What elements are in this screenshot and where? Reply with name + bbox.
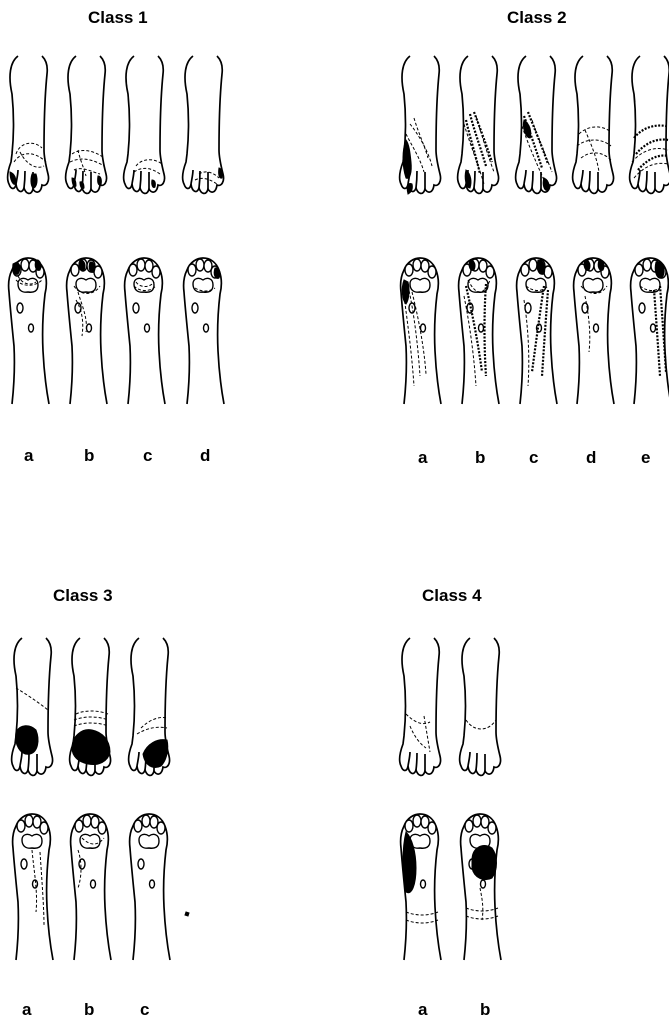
class-4-label-a: a xyxy=(418,1000,428,1019)
class-3-label-c: c xyxy=(140,1000,149,1019)
class-1-panel: Class 1 xyxy=(8,8,224,465)
class-3-label-b: b xyxy=(84,1000,94,1019)
class-2-dorsal-row xyxy=(400,56,669,194)
class-1-labels: a b c d xyxy=(24,446,210,465)
class-2-ventral-row xyxy=(401,258,669,404)
class-3-ventral-paw-b xyxy=(71,814,111,960)
class-3-title: Class 3 xyxy=(53,586,113,605)
class-1-ventral-paw-a xyxy=(9,258,49,404)
class-2-label-c: c xyxy=(529,448,538,467)
class-3-speck xyxy=(185,912,189,916)
class-3-dorsal-paw-b xyxy=(70,638,111,775)
class-1-label-c: c xyxy=(143,446,152,465)
class-2-dorsal-paw-c xyxy=(516,56,557,193)
class-4-title: Class 4 xyxy=(422,586,482,605)
class-1-ventral-row xyxy=(9,258,224,404)
class-2-label-b: b xyxy=(475,448,485,467)
class-1-dorsal-row xyxy=(8,56,224,193)
class-3-ventral-paw-a xyxy=(13,814,53,960)
class-1-ventral-paw-d xyxy=(184,258,224,404)
class-2-label-e: e xyxy=(641,448,650,467)
class-4-label-b: b xyxy=(480,1000,490,1019)
class-2-ventral-paw-c xyxy=(517,258,557,404)
class-2-panel: Class 2 xyxy=(400,8,669,467)
class-4-labels: a b xyxy=(418,1000,490,1019)
class-3-labels: a b c xyxy=(22,1000,149,1019)
class-4-panel: Class 4 a b xyxy=(400,586,501,1019)
class-2-ventral-paw-b xyxy=(459,258,499,404)
class-3-dorsal-paw-c xyxy=(129,638,170,775)
class-3-ventral-paw-c xyxy=(130,814,170,960)
class-2-ventral-paw-d xyxy=(574,258,614,404)
class-1-dorsal-paw-c xyxy=(124,56,165,193)
class-2-dorsal-paw-d xyxy=(573,56,614,193)
class-2-dorsal-paw-e xyxy=(630,56,669,193)
class-1-label-a: a xyxy=(24,446,34,465)
class-4-dorsal-paw-a xyxy=(400,638,441,775)
class-2-ventral-paw-e xyxy=(631,258,669,404)
class-3-panel: Class 3 xyxy=(12,586,189,1019)
class-3-label-a: a xyxy=(22,1000,32,1019)
class-3-dorsal-row xyxy=(12,638,170,775)
class-4-ventral-paw-a xyxy=(401,814,441,960)
class-1-dorsal-paw-d xyxy=(183,56,224,193)
class-2-labels: a b c d e xyxy=(418,448,650,467)
class-3-ventral-row xyxy=(13,814,189,960)
class-1-label-b: b xyxy=(84,446,94,465)
class-2-dorsal-paw-a xyxy=(400,56,441,194)
class-4-ventral-paw-b xyxy=(461,814,501,960)
class-1-dorsal-paw-b xyxy=(66,56,107,193)
class-1-dorsal-paw-a xyxy=(8,56,49,193)
class-1-label-d: d xyxy=(200,446,210,465)
class-2-title: Class 2 xyxy=(507,8,567,27)
class-1-ventral-paw-b xyxy=(67,258,107,404)
class-1-title: Class 1 xyxy=(88,8,148,27)
class-2-dorsal-paw-b xyxy=(458,56,499,193)
class-4-dorsal-paw-b xyxy=(460,638,501,775)
class-2-label-d: d xyxy=(586,448,596,467)
class-1-ventral-paw-c xyxy=(125,258,165,404)
class-2-label-a: a xyxy=(418,448,428,467)
class-3-dorsal-paw-a xyxy=(12,638,53,775)
class-4-dorsal-row xyxy=(400,638,501,775)
class-4-ventral-row xyxy=(401,814,501,960)
class-2-ventral-paw-a xyxy=(401,258,441,404)
